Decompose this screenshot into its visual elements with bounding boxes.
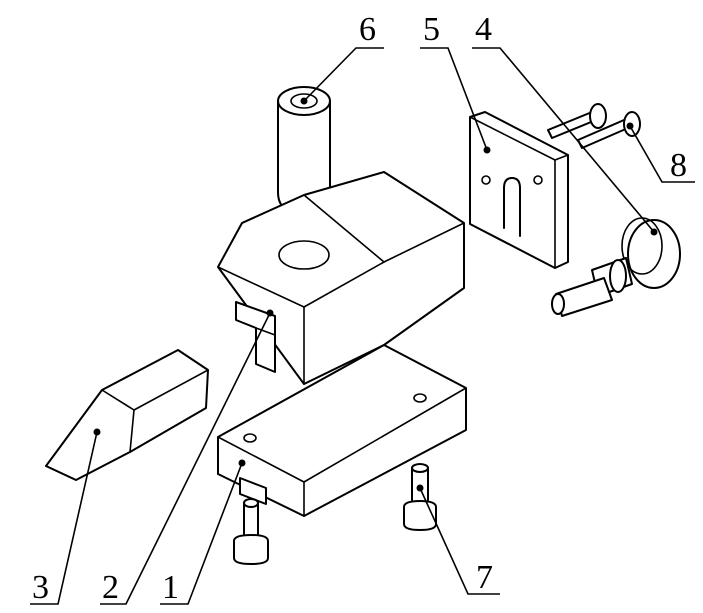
part-4-knob-shaft <box>551 217 681 317</box>
callout-5-label: 5 <box>423 11 440 48</box>
callout-3-label: 3 <box>32 569 49 606</box>
part-8-screws <box>547 103 641 149</box>
part-5-slotted-plate <box>469 111 569 269</box>
part-3-wedge-cutter <box>45 349 209 481</box>
callout-7-label: 7 <box>476 559 493 596</box>
callout-8-label: 8 <box>670 147 687 184</box>
callout-1-label: 1 <box>162 569 179 606</box>
callout-2-label: 2 <box>102 569 119 606</box>
part-1-base-plate <box>217 344 467 517</box>
callout-6-label: 6 <box>359 11 376 48</box>
callout-labels: 6 5 4 8 3 2 1 7 <box>32 11 687 606</box>
callout-leaders <box>30 47 695 605</box>
part-7-bottom-screws <box>233 463 437 565</box>
part-2-main-block <box>217 171 465 385</box>
callout-4-label: 4 <box>475 11 492 48</box>
